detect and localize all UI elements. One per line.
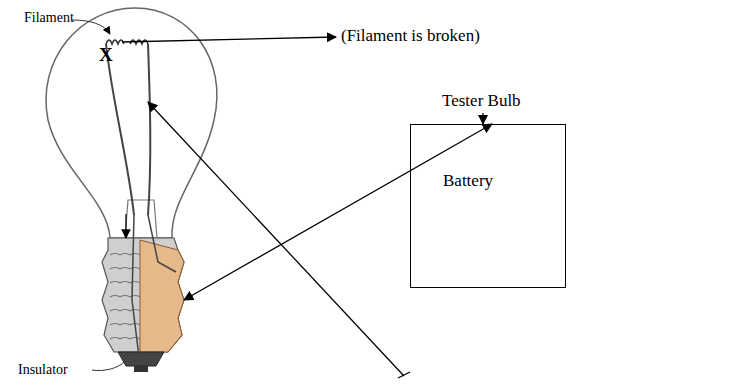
lead-wire-down [132,215,140,365]
part-label: Tester Bulb [442,92,521,111]
part-label: Insulator [18,362,68,377]
support-wire-left [106,44,134,215]
small-arrow [125,214,126,238]
wire-end-tick [398,372,410,378]
bulb-base [102,238,184,352]
part-label: Filament [24,10,74,25]
wire-support-to-battery [148,102,404,376]
battery-box: Battery [410,124,566,288]
box-text: Battery [443,171,493,191]
lead-wire-side [148,215,176,272]
wire-base-to-battery [184,124,492,300]
foot-contact [134,366,148,372]
break-mark: X [99,45,113,66]
filament-leader [72,20,110,34]
tester-leader [482,113,483,124]
insulator [118,352,164,366]
insulator-leader [92,362,124,371]
broken-leader [122,37,336,42]
bulb-glass [46,8,217,238]
note-label: (Filament is broken) [341,27,480,46]
base-thread-right [140,240,184,352]
support-wire-right [148,44,150,215]
